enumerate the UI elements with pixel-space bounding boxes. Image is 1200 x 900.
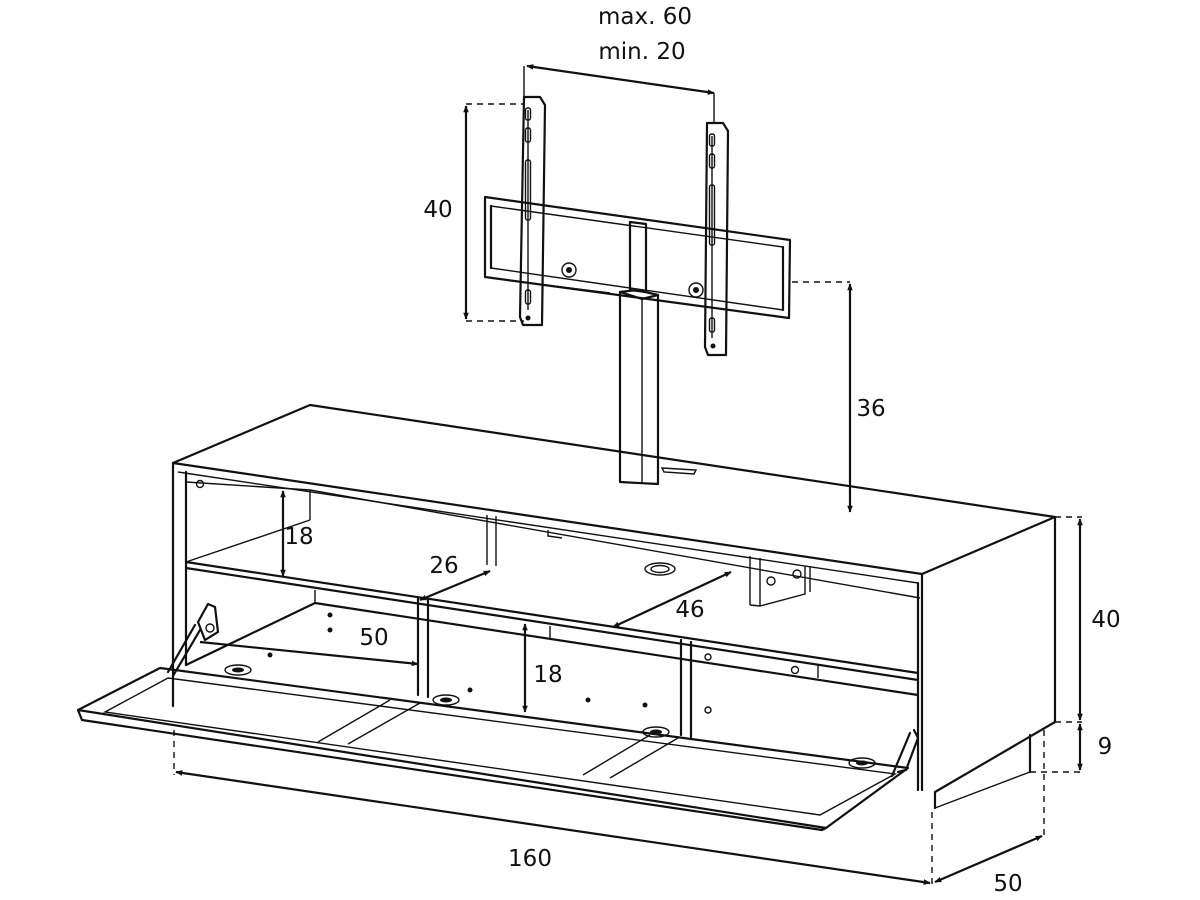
tv-cabinet <box>76 403 1057 832</box>
dimension-lines <box>173 64 1083 885</box>
label-compartment-height: 18 <box>533 662 562 688</box>
label-bracket-height: 40 <box>423 197 452 223</box>
label-foot-height: 9 <box>1098 734 1113 760</box>
label-vesa-max: max. 60 <box>598 4 692 30</box>
label-shelf-depth-upper: 26 <box>429 553 458 579</box>
dimension-labels: max. 60 min. 20 40 36 18 26 46 50 18 40 … <box>284 4 1120 897</box>
label-shelf-depth-lower: 50 <box>359 625 388 651</box>
label-cabinet-height: 40 <box>1091 607 1120 633</box>
label-cabinet-depth: 50 <box>993 871 1022 897</box>
label-cabinet-length: 160 <box>508 846 552 872</box>
tv-mount <box>483 95 792 486</box>
label-mount-height: 36 <box>856 396 885 422</box>
label-vesa-min: min. 20 <box>598 39 685 65</box>
label-shelf-height-upper: 18 <box>284 524 313 550</box>
label-shelf-depth-middle: 46 <box>675 597 704 623</box>
